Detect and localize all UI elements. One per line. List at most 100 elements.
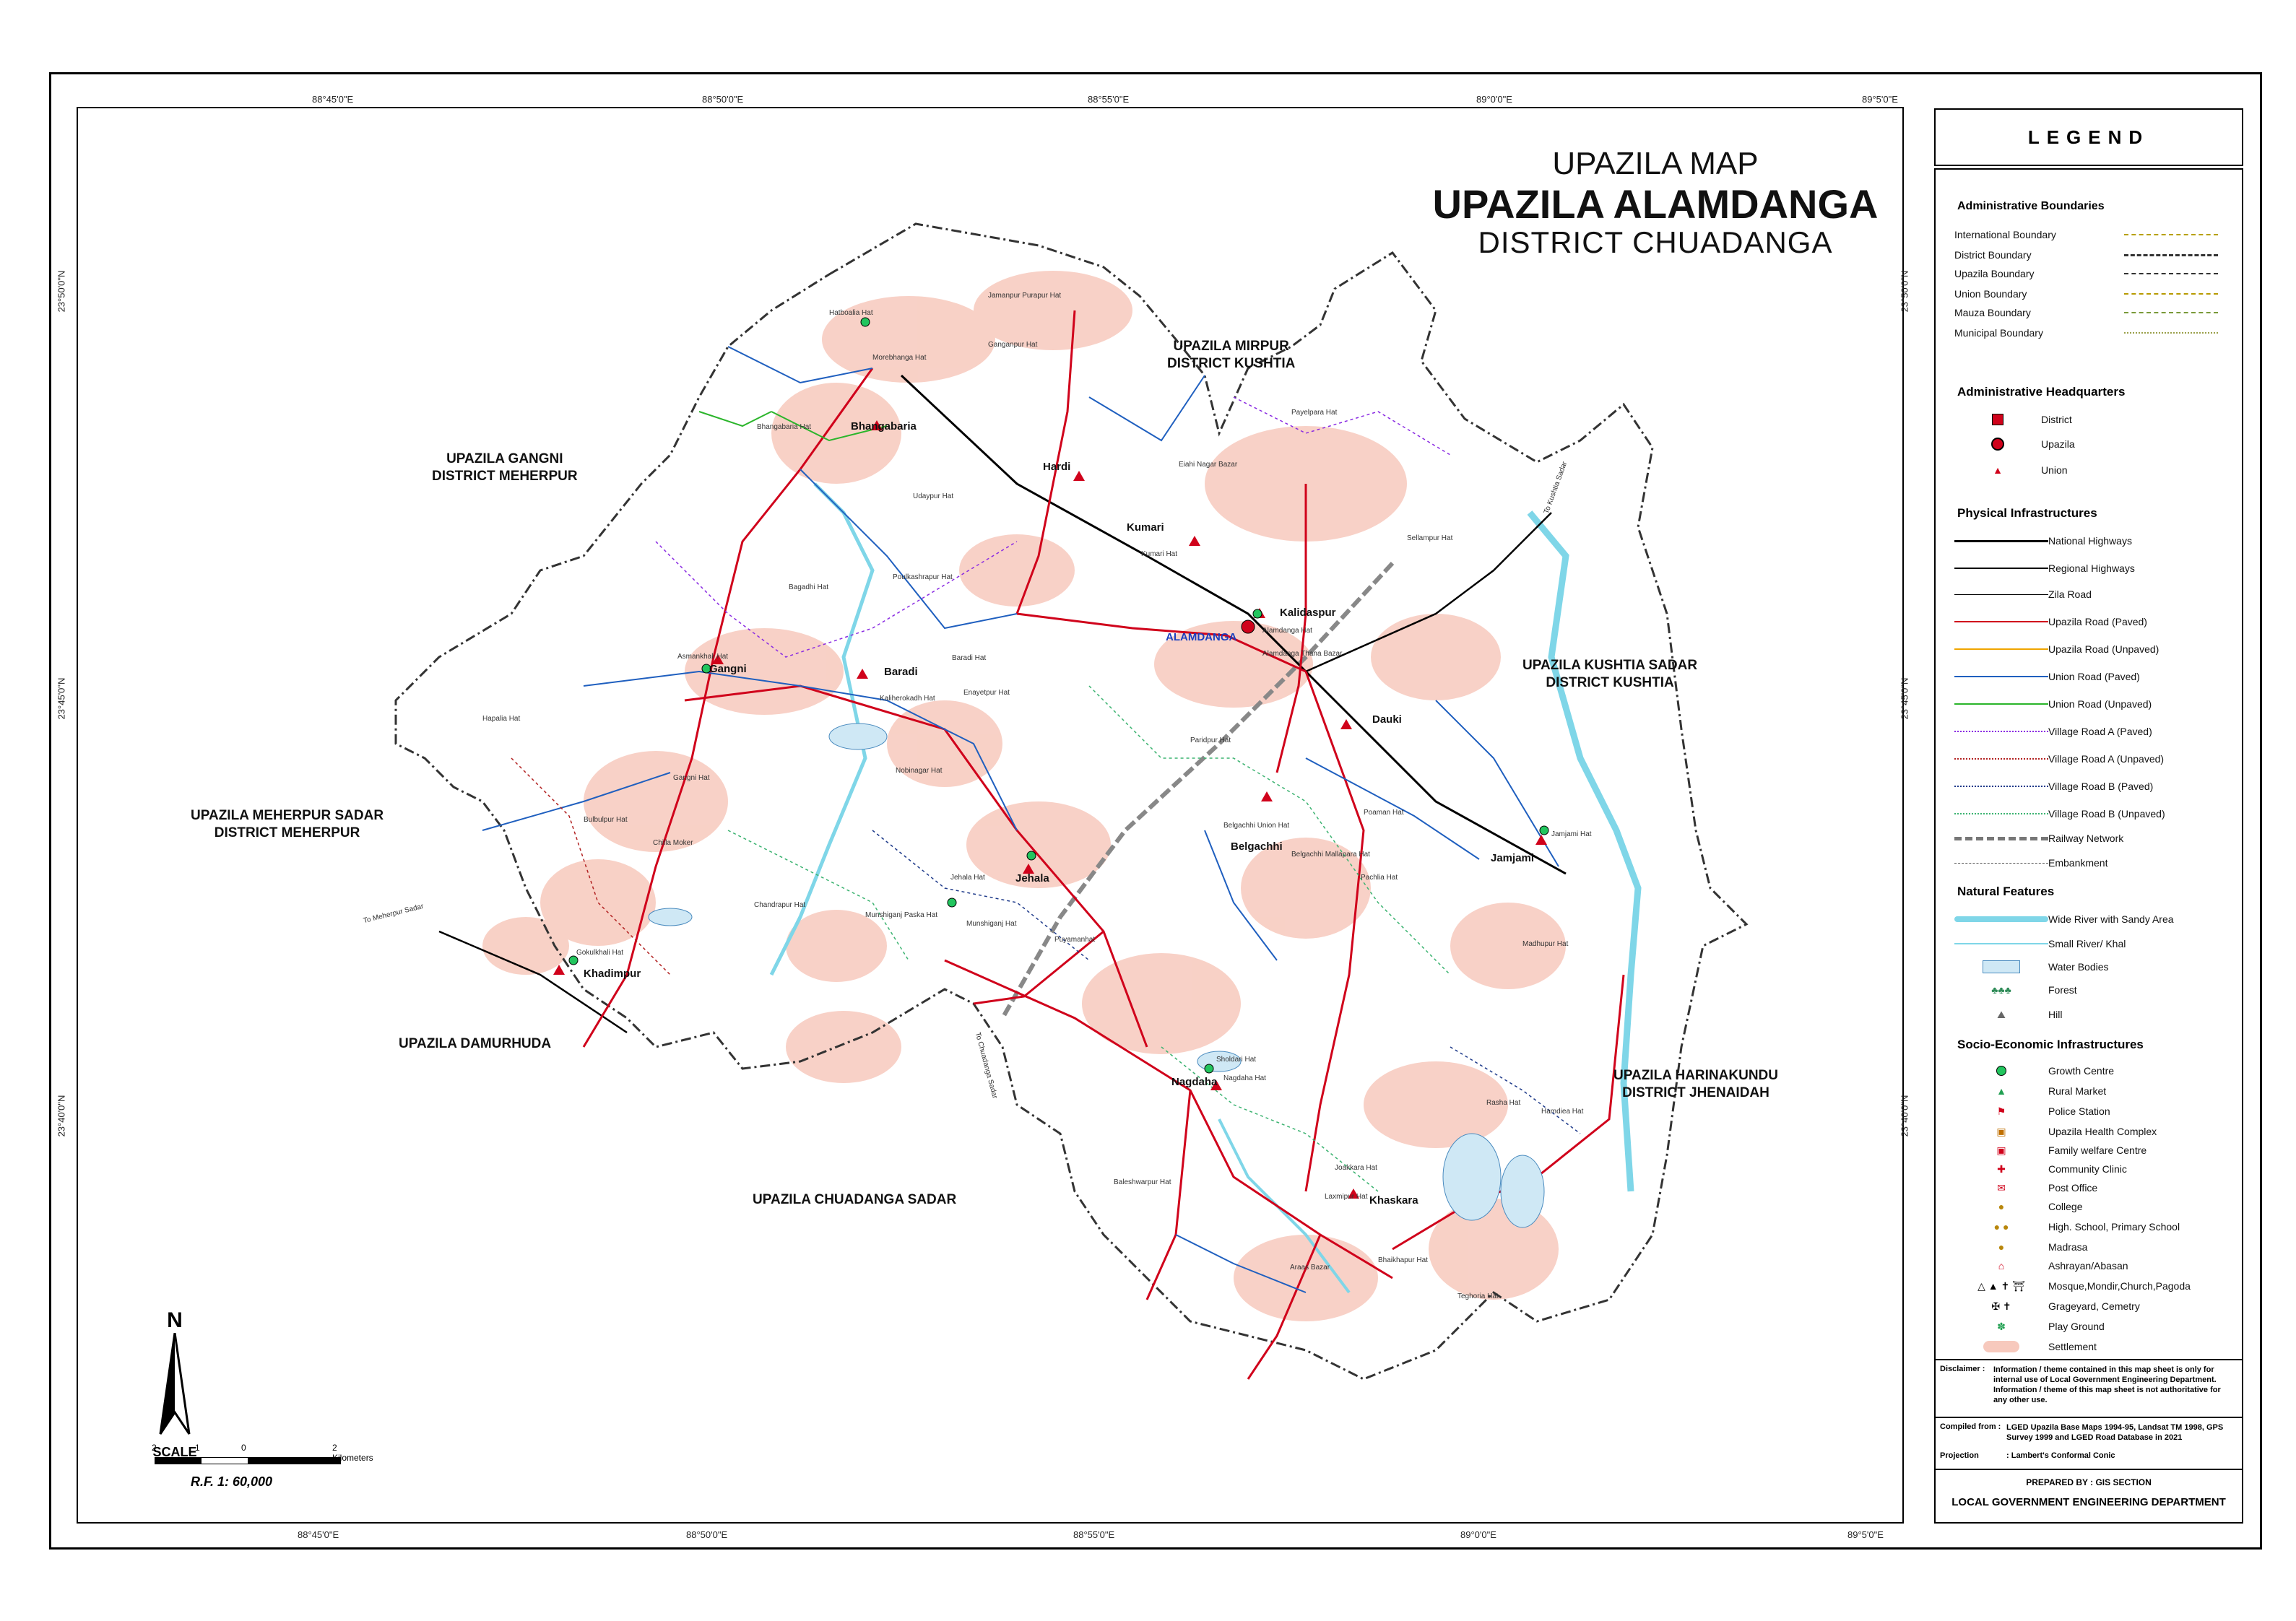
hat-label: Baleshwarpur Hat: [1114, 1178, 1171, 1186]
legend-row: National Highways: [1954, 532, 2229, 549]
legend-row: Union Boundary: [1954, 285, 2229, 303]
coord-top: 88°55'0"E: [1088, 94, 1130, 105]
hat-label: Baradi Hat: [952, 654, 987, 662]
union-belgachhi: Belgachhi: [1231, 840, 1283, 853]
hat-label: Sholdari Hat: [1216, 1056, 1257, 1064]
hat-label: Puyamanhat: [1054, 936, 1096, 944]
legend-physical-heading: Physical Infrastructures: [1957, 506, 2097, 520]
legend-panel: Administrative Boundaries International …: [1934, 168, 2243, 1524]
neighbour-chuadanga-sadar: UPAZILA CHUADANGA SADAR: [753, 1192, 957, 1207]
hat-label: Payelpara Hat: [1291, 409, 1338, 417]
hat-label: Sellampur Hat: [1407, 534, 1453, 542]
hat-label: Gokulkhali Hat: [576, 949, 624, 957]
legend-row: ▲Rural Market: [1996, 1085, 2107, 1097]
river: [1527, 510, 1642, 1192]
legend-row: ✉Post Office: [1997, 1181, 2098, 1194]
legend-row: Railway Network: [1954, 830, 2229, 847]
coord-bottom: 88°45'0"E: [298, 1529, 339, 1540]
union-jamjami: Jamjami: [1491, 852, 1535, 864]
hat-label: Ganganpur Hat: [988, 341, 1038, 349]
legend-row: ▣Upazila Health Complex: [1996, 1125, 2157, 1138]
hat-label: Teghoria Hat: [1457, 1292, 1499, 1300]
hat-label: Morebhanga Hat: [872, 354, 927, 362]
department-name: LOCAL GOVERNMENT ENGINEERING DEPARTMENT: [1951, 1496, 2226, 1508]
village-roads: [511, 396, 1581, 1192]
hat-label: Kaliherokadh Hat: [880, 695, 935, 703]
union-khadimpur: Khadimpur: [584, 968, 641, 980]
hat-label: Poaman Hat: [1364, 809, 1404, 817]
legend-row: Growth Centre: [1954, 1062, 2229, 1079]
legend-row: ♣♣♣Forest: [1991, 984, 2077, 996]
legend-row: Mauza Boundary: [1954, 304, 2229, 321]
coord-top: 88°45'0"E: [312, 94, 354, 105]
hat-label: Nobinagar Hat: [896, 767, 943, 775]
legend-row: Village Road A (Unpaved): [1954, 750, 2229, 768]
legend-row: Water Bodies: [1954, 958, 2229, 975]
legend-row: ▣Family welfare Centre: [1996, 1144, 2147, 1157]
hat-label: Hamdiea Hat: [1541, 1108, 1584, 1116]
coord-top: 89°0'0"E: [1476, 94, 1512, 105]
legend-row: Upazila Boundary: [1954, 265, 2229, 282]
hat-label: Bhaikhapur Hat: [1378, 1256, 1428, 1264]
legend-row: Village Road B (Unpaved): [1954, 805, 2229, 822]
hat-label: Alamdanga Thana Bazar: [1262, 650, 1343, 658]
legend-row: District Boundary: [1954, 246, 2229, 264]
hat-label: Hapalia Hat: [482, 715, 521, 723]
legend-row: Village Road A (Paved): [1954, 723, 2229, 740]
prepared-box: PREPARED BY : GIS SECTION LOCAL GOVERNME…: [1934, 1469, 2243, 1525]
legend-row: ✚Community Clinic: [1997, 1162, 2127, 1175]
legend-admin-boundaries-heading: Administrative Boundaries: [1957, 200, 2105, 212]
hat-label: Munshiganj Paska Hat: [865, 911, 938, 919]
hat-label: Joakkara Hat: [1335, 1164, 1377, 1172]
prepared-by: PREPARED BY : GIS SECTION: [2026, 1477, 2152, 1487]
union-baradi: Baradi: [884, 666, 918, 678]
railway: [1000, 561, 1395, 1020]
scale-label: SCALE: [152, 1445, 197, 1459]
coord-left: 23°50'0"N: [56, 270, 67, 313]
hat-label: Eiahi Nagar Bazar: [1179, 461, 1238, 469]
hat-label: Bagadhi Hat: [789, 583, 829, 591]
hat-label: Kumari Hat: [1141, 550, 1178, 558]
union-roads-unpaved: [698, 411, 888, 442]
legend-row: Wide River with Sandy Area: [1954, 911, 2229, 928]
union-nagdaha: Nagdaha: [1171, 1076, 1218, 1088]
hat-label: Belgachhi Union Hat: [1223, 822, 1290, 830]
hat-label: Munshiganj Hat: [966, 920, 1017, 928]
hat-label: Enayetpur Hat: [963, 689, 1010, 697]
coord-bottom: 89°5'0"E: [1847, 1529, 1884, 1540]
regional-highway: [1305, 512, 1552, 673]
union-kalidaspur: Kalidaspur: [1280, 607, 1336, 619]
scale-tick: 0: [241, 1443, 246, 1453]
coord-top: 88°50'0"E: [702, 94, 744, 105]
hat-label: Belgachhi Mallapara Hat: [1291, 851, 1370, 859]
hat-label: Udaypur Hat: [913, 492, 954, 500]
compiled-label: Compiled from :: [1940, 1422, 2001, 1431]
legend-row: ⌂Ashrayan/Abasan: [1998, 1260, 2128, 1272]
legend-row: △ ▲ ✝ ⛩Mosque,Mondir,Church,Pagoda: [1977, 1279, 2191, 1292]
coord-right: 23°40'0"N: [1899, 1095, 1910, 1137]
settlements: [482, 271, 1566, 1321]
hat-label: Hatboalia Hat: [829, 309, 873, 317]
scale-bar: 2 1 0 2 Kilometers R.F. 1: 60,000: [152, 1443, 373, 1490]
legend-row: International Boundary: [1954, 226, 2229, 243]
legend-socio-heading: Socio-Economic Infrastructures: [1957, 1038, 2144, 1051]
legend-row: Zila Road: [1954, 586, 2229, 603]
legend-row: District: [1954, 411, 2229, 428]
disclaimer-box: Disclaimer : Information / theme contain…: [1934, 1359, 2243, 1418]
union-kumari: Kumari: [1127, 521, 1164, 534]
north-arrow: N SCALE: [146, 1308, 204, 1460]
legend-row: Embankment: [1954, 854, 2229, 872]
union-jehala: Jehala: [1015, 872, 1049, 885]
title-line-1: UPAZILA MAP: [1552, 146, 1759, 181]
coord-right: 23°45'0"N: [1899, 677, 1910, 720]
title-line-3: DISTRICT CHUADANGA: [1478, 225, 1833, 259]
hat-label: Nagdaha Hat: [1223, 1074, 1266, 1082]
legend-row: ●Madrasa: [1998, 1241, 2088, 1253]
disclaimer-label: Disclaimer :: [1940, 1365, 1985, 1373]
coord-top: 89°5'0"E: [1862, 94, 1898, 105]
regional-highway-2: [438, 930, 628, 1034]
legend-row: Union Road (Unpaved): [1954, 695, 2229, 713]
